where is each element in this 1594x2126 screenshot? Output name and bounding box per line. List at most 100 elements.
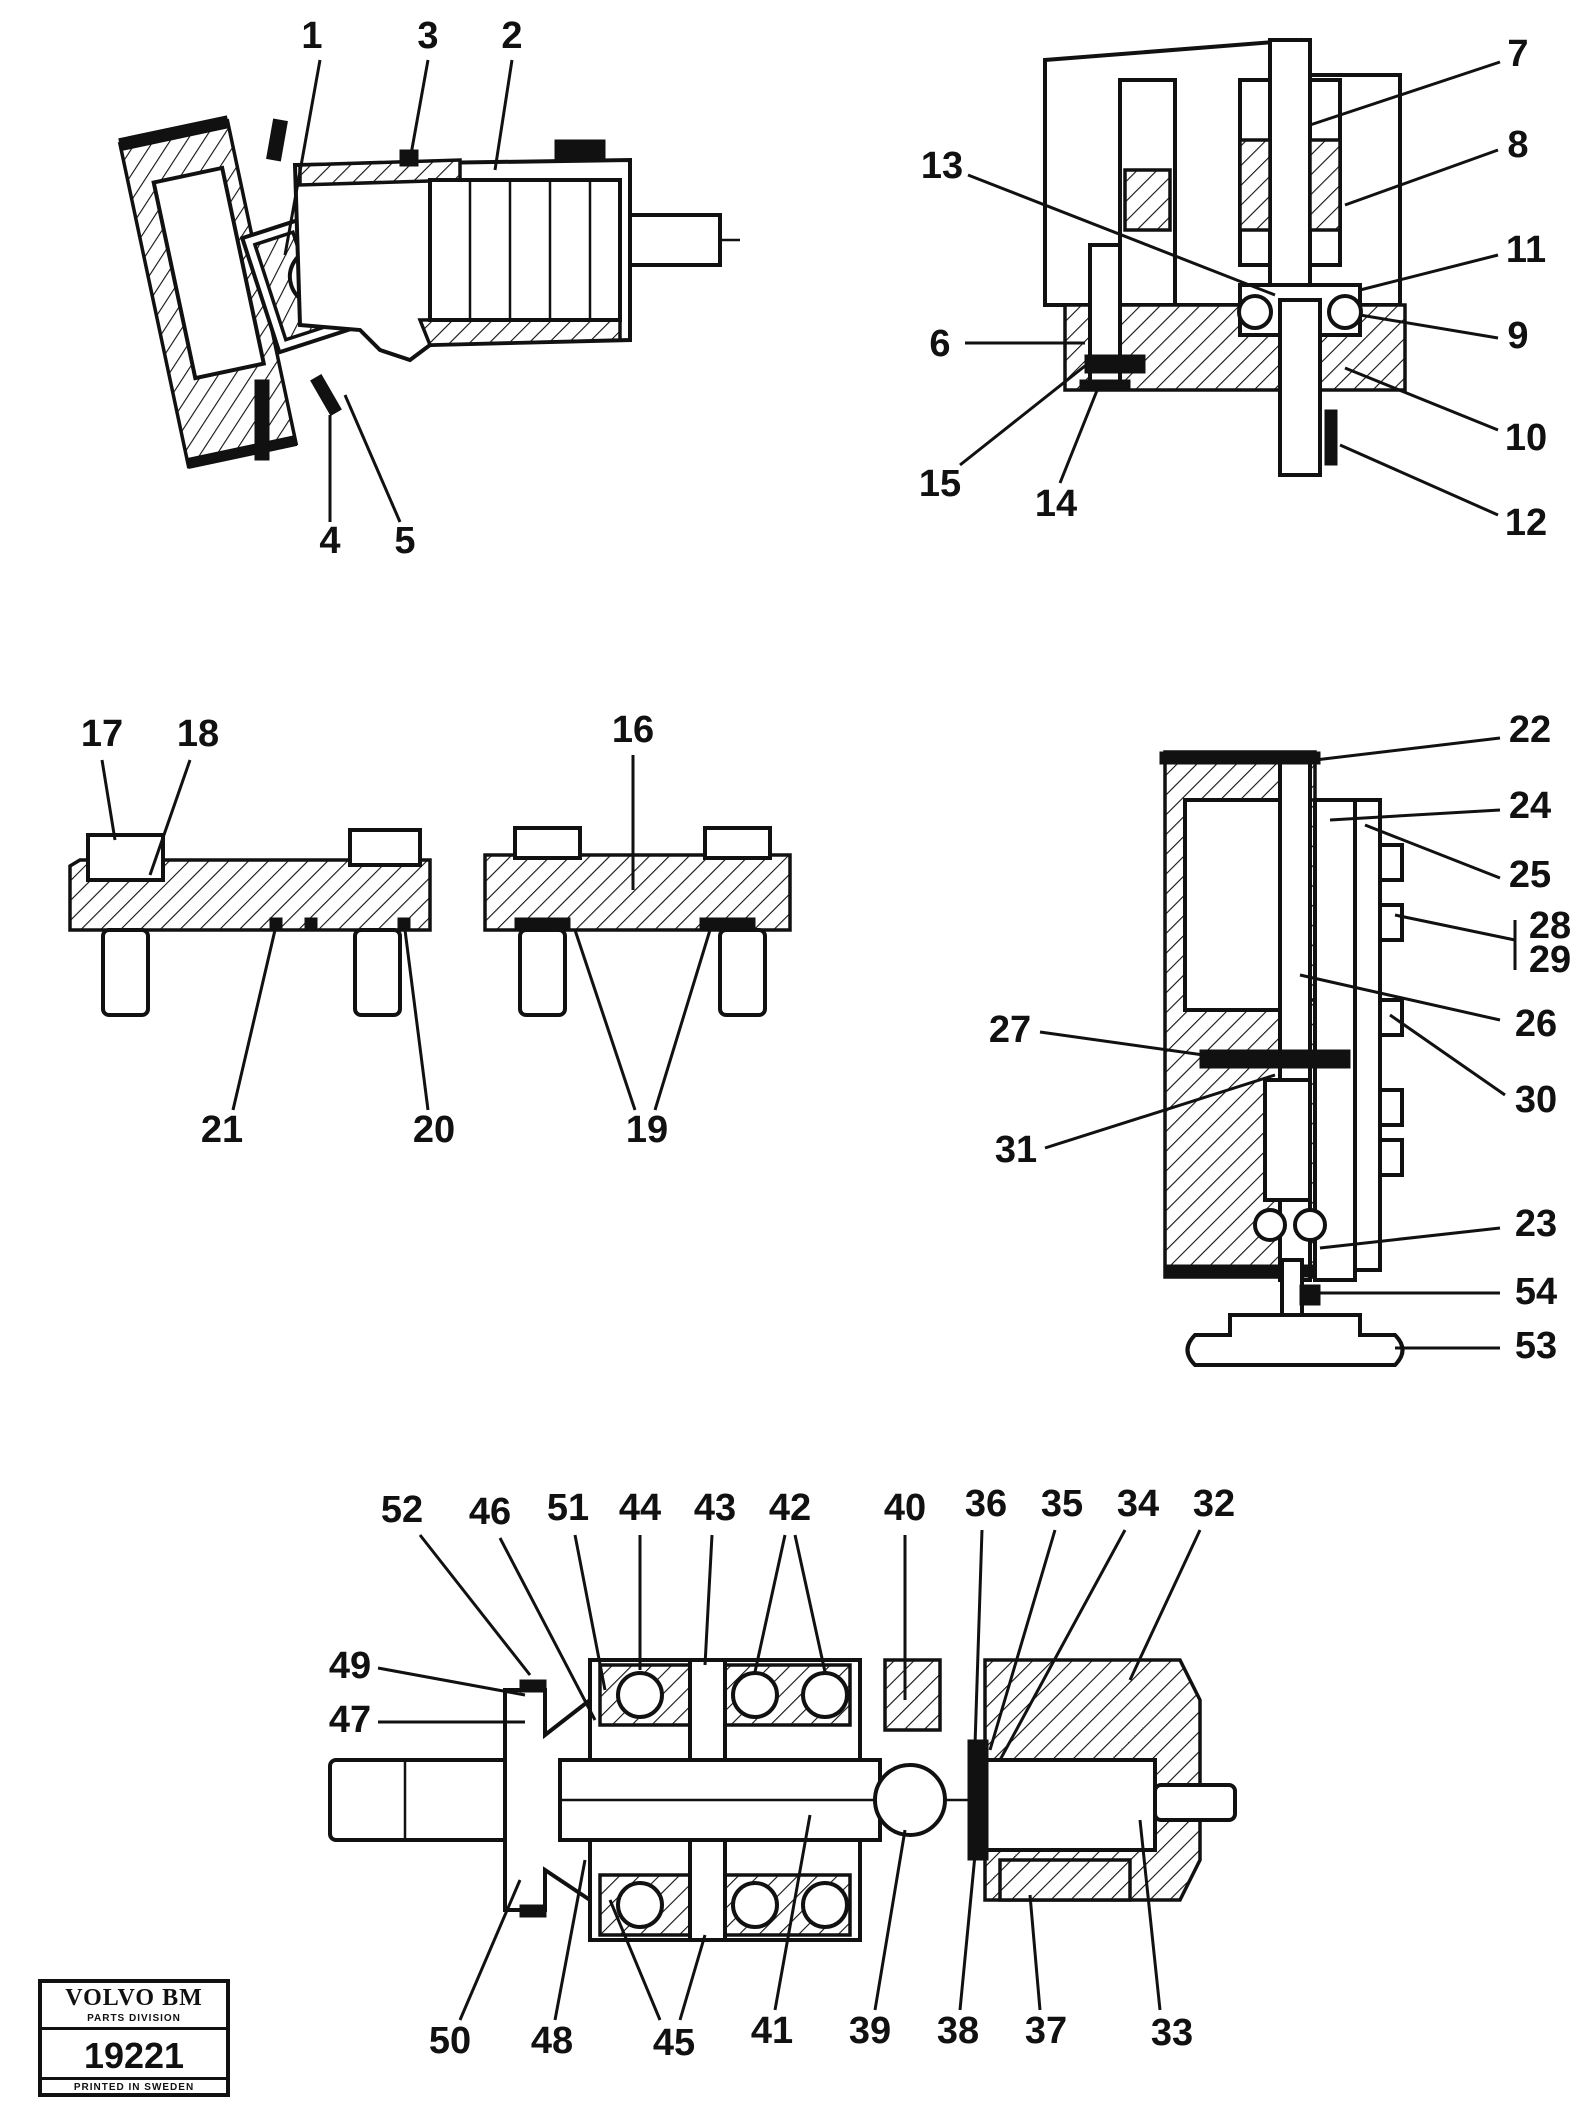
callout-14: 14	[1035, 483, 1077, 525]
leader-34	[998, 1529, 1127, 1761]
callout-35: 35	[1041, 1483, 1083, 1525]
callout-13: 13	[921, 145, 963, 187]
callout-28: 28	[1529, 905, 1571, 947]
leader-21	[231, 929, 277, 1111]
leader-43	[703, 1534, 714, 1666]
callout-37: 37	[1025, 2010, 1067, 2052]
callout-39: 39	[849, 2010, 891, 2052]
callout-11: 11	[1506, 229, 1546, 271]
leader-19a	[573, 929, 637, 1111]
callout-22: 22	[1509, 709, 1551, 751]
callout-6: 6	[929, 323, 950, 365]
brand-logo: VOLVO BM	[65, 1985, 203, 2011]
callout-38: 38	[937, 2010, 979, 2052]
callout-52: 52	[381, 1489, 423, 1531]
callout-54: 54	[1515, 1271, 1557, 1313]
leader-51	[573, 1534, 607, 1691]
leader-27	[1039, 1030, 1226, 1060]
leader-42a	[753, 1534, 787, 1673]
callout-25: 25	[1509, 854, 1551, 896]
callout-43: 43	[694, 1487, 736, 1529]
callout-29: 29	[1529, 939, 1571, 981]
leader-30	[1389, 1013, 1506, 1097]
leader-49	[377, 1666, 526, 1697]
control-valve-view	[1159, 750, 1405, 1367]
callout-41: 41	[751, 2010, 793, 2052]
callout-48: 48	[531, 2020, 573, 2062]
callout-42: 42	[769, 1487, 811, 1529]
leader-25	[1364, 823, 1501, 880]
leader-39	[873, 1829, 907, 2011]
callout-45: 45	[653, 2022, 695, 2064]
leader-23	[1319, 1226, 1501, 1250]
leader-14	[1058, 382, 1102, 484]
callout-1: 1	[301, 15, 322, 57]
callout-18: 18	[177, 713, 219, 755]
callout-49: 49	[329, 1645, 371, 1687]
callout-7: 7	[1507, 33, 1528, 75]
leader-3	[408, 59, 430, 161]
leader-45b	[678, 1934, 707, 2021]
callout-44: 44	[619, 1487, 661, 1529]
callout-19: 19	[626, 1109, 668, 1151]
callout-17: 17	[81, 713, 123, 755]
callout-23: 23	[1515, 1203, 1557, 1245]
callout-21: 21	[201, 1109, 243, 1151]
leader-48	[553, 1859, 587, 2021]
plates-view	[68, 826, 792, 1017]
leader-36	[973, 1529, 984, 1746]
leader-32	[1128, 1529, 1202, 1681]
leader-10	[1344, 366, 1499, 432]
callout-20: 20	[413, 1109, 455, 1151]
callout-47: 47	[329, 1699, 371, 1741]
leader-31	[1044, 1073, 1276, 1150]
leader-50	[458, 1879, 522, 2021]
leader-45a	[608, 1899, 662, 2021]
leader-9	[1359, 313, 1499, 340]
leader-42b	[793, 1534, 827, 1673]
leader-1	[283, 59, 322, 256]
callout-9: 9	[1507, 315, 1528, 357]
callout-16: 16	[612, 709, 654, 751]
callout-3: 3	[417, 15, 438, 57]
leader-17	[100, 759, 117, 841]
callout-26: 26	[1515, 1003, 1557, 1045]
callout-24: 24	[1509, 785, 1551, 827]
callout-30: 30	[1515, 1079, 1557, 1121]
callout-46: 46	[469, 1491, 511, 1533]
callout-36: 36	[965, 1483, 1007, 1525]
callout-53: 53	[1515, 1325, 1557, 1367]
shaft-assembly-view	[328, 1658, 1237, 1942]
leader-46	[498, 1537, 597, 1721]
leader-13	[967, 173, 1276, 297]
leader-24	[1329, 808, 1501, 822]
callout-51: 51	[547, 1487, 589, 1529]
leader-12	[1339, 443, 1499, 517]
callout-4: 4	[319, 520, 340, 562]
leader-37	[1028, 1894, 1042, 2011]
leader-26	[1299, 973, 1501, 1022]
callout-12: 12	[1505, 502, 1547, 544]
leader-18	[148, 759, 192, 876]
leader-15	[959, 356, 1096, 467]
callout-32: 32	[1193, 1483, 1235, 1525]
leader-38	[958, 1854, 977, 2011]
leader-22	[1314, 736, 1501, 762]
leader-8	[1344, 148, 1499, 207]
callout-2: 2	[501, 15, 522, 57]
division-label: PARTS DIVISION	[42, 2013, 226, 2030]
leader-52	[418, 1534, 532, 1676]
pump-motor-view	[117, 115, 740, 470]
callout-5: 5	[394, 520, 415, 562]
callout-8: 8	[1507, 124, 1528, 166]
leader-28-29	[1394, 913, 1516, 942]
leader-41	[773, 1814, 812, 2011]
leader-2	[493, 59, 514, 171]
valve-section-view	[1043, 37, 1407, 477]
leader-11	[1359, 253, 1499, 292]
leader-33	[1138, 1819, 1162, 2011]
leader-19b	[653, 929, 712, 1111]
callout-40: 40	[884, 1487, 926, 1529]
callout-27: 27	[989, 1009, 1031, 1051]
